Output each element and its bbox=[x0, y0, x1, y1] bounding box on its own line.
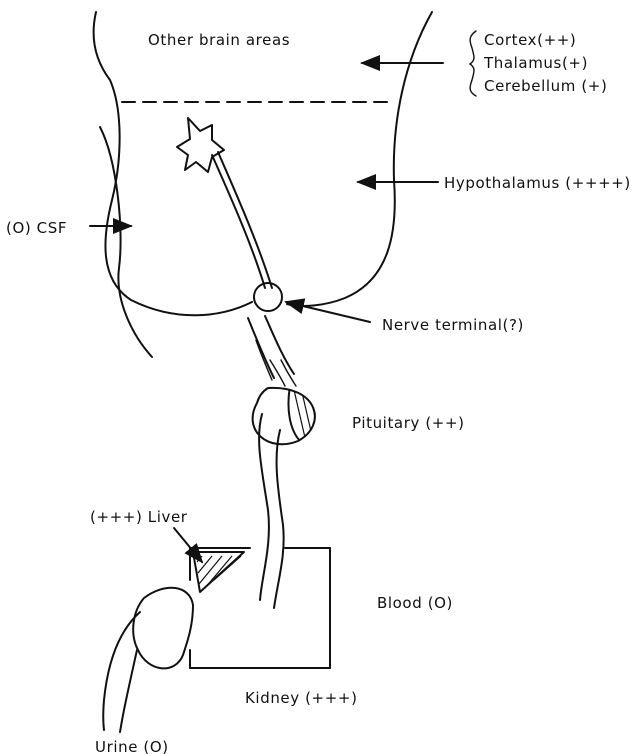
label-urine: Urine (O) bbox=[95, 738, 169, 754]
label-cerebellum: Cerebellum (+) bbox=[484, 77, 607, 95]
arrow-to-liver bbox=[174, 528, 202, 562]
liver bbox=[193, 552, 244, 592]
csf-channel bbox=[100, 127, 152, 357]
label-hypothalamus: Hypothalamus (++++) bbox=[444, 174, 631, 192]
label-nerve-terminal: Nerve terminal(?) bbox=[382, 316, 524, 334]
label-cortex: Cortex(++) bbox=[484, 31, 576, 49]
neuron bbox=[177, 118, 294, 380]
brain-outline bbox=[94, 12, 432, 315]
brain-region-brace bbox=[470, 31, 476, 96]
arrow-to-nerve-terminal bbox=[286, 302, 370, 322]
label-thalamus: Thalamus(+) bbox=[483, 54, 588, 72]
label-blood: Blood (O) bbox=[377, 594, 453, 612]
label-kidney: Kidney (+++) bbox=[245, 689, 358, 707]
nerve-terminal bbox=[254, 283, 282, 311]
kidney bbox=[133, 588, 193, 669]
ureter bbox=[103, 612, 140, 732]
label-liver: (+++) Liver bbox=[90, 508, 188, 526]
pituitary-gland bbox=[253, 360, 326, 444]
label-pituitary: Pituitary (++) bbox=[352, 414, 465, 432]
blood-compartment bbox=[190, 548, 330, 668]
label-other-brain-areas: Other brain areas bbox=[148, 31, 290, 49]
label-csf: (O) CSF bbox=[6, 219, 67, 237]
